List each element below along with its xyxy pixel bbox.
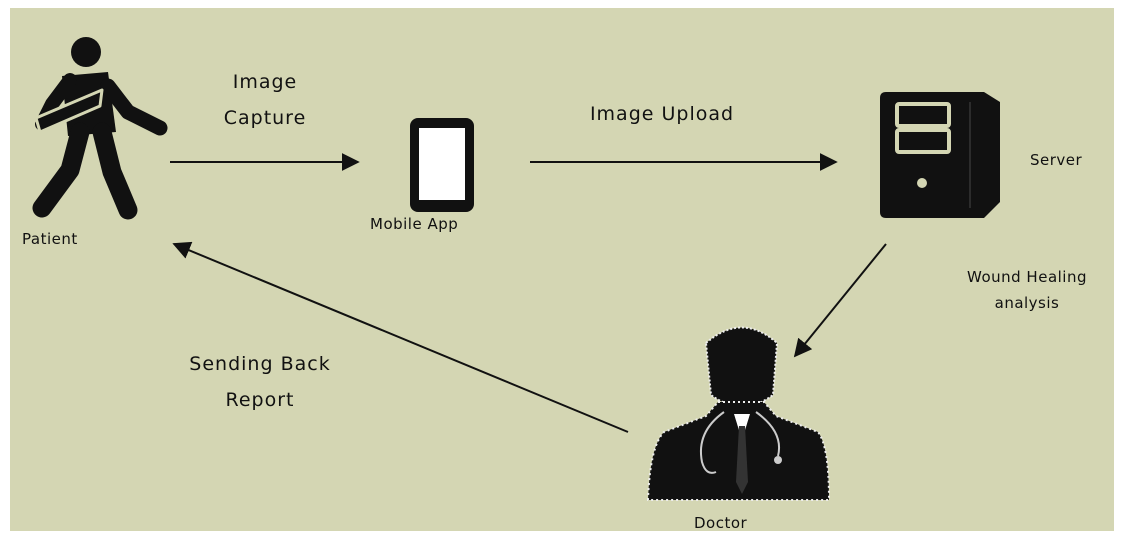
server-label: Server	[1030, 151, 1083, 169]
edge-label-image-capture: Image Capture	[205, 64, 325, 136]
edge-label-image-capture-line1: Image	[232, 71, 298, 93]
arrow-report	[172, 241, 629, 433]
doctor-silhouette-icon	[646, 326, 831, 501]
patient-with-sling-icon	[32, 37, 168, 220]
mobile-app-label: Mobile App	[370, 215, 459, 233]
edge-label-sending-back-report-line2: Report	[225, 389, 295, 411]
edge-label-wound-healing-line1: Wound Healing	[967, 268, 1087, 286]
edge-label-sending-back-report: Sending Back Report	[166, 346, 354, 418]
edge-label-wound-healing-line2: analysis	[994, 294, 1060, 312]
server-tower-icon	[880, 92, 1000, 218]
arrow-analysis	[793, 243, 887, 358]
smartphone-icon	[410, 118, 474, 212]
edge-label-image-capture-line2: Capture	[223, 107, 307, 129]
edge-label-wound-healing: Wound Healing analysis	[940, 264, 1114, 316]
patient-label: Patient	[22, 230, 78, 248]
edge-label-sending-back-report-line1: Sending Back	[189, 353, 331, 375]
doctor-label: Doctor	[694, 514, 748, 532]
edge-label-image-upload: Image Upload	[589, 103, 735, 125]
